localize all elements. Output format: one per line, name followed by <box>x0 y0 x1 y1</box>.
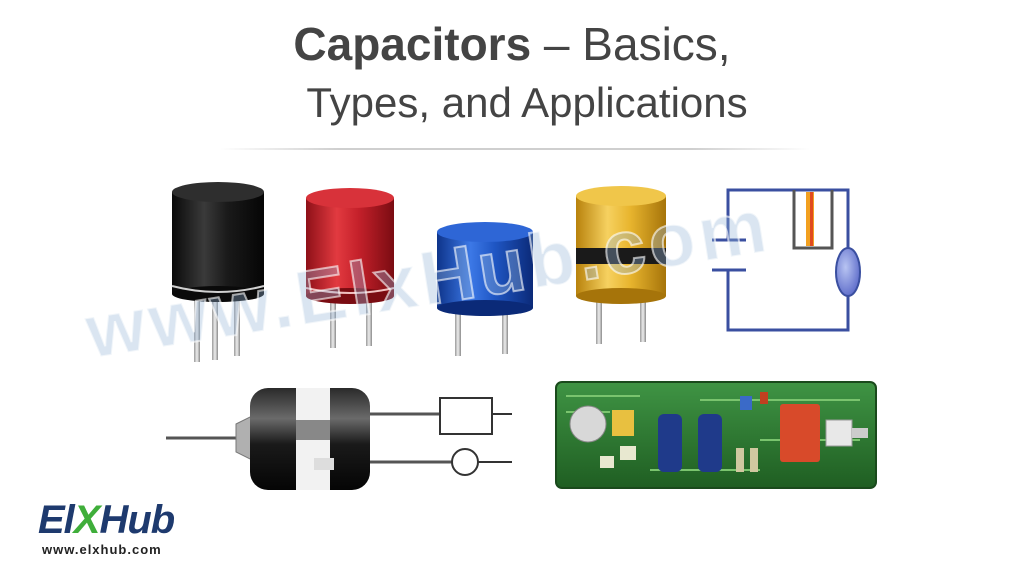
logo-part-x: X <box>73 498 101 542</box>
title-line-2: Types, and Applications <box>306 79 748 126</box>
logo-wordmark: ElXHub <box>38 498 175 542</box>
motor-capacitor-icon <box>166 388 512 490</box>
lamp-icon <box>835 247 861 297</box>
page-title: Capacitors – Basics, Types, and Applicat… <box>0 14 1024 132</box>
heater-core-icon <box>810 192 813 246</box>
logo-part-el: El <box>38 498 75 542</box>
logo-part-hub: Hub <box>99 498 175 542</box>
title-rest: – Basics, <box>531 18 731 70</box>
black-capacitor-icon <box>171 182 265 362</box>
blue-capacitor-icon <box>437 222 533 356</box>
title-divider <box>220 148 810 150</box>
circuit-schematic-icon <box>712 188 850 332</box>
title-line-1: Capacitors – Basics, <box>0 14 1024 74</box>
elxhub-logo[interactable]: ElXHub www.elxhub.com <box>38 498 175 557</box>
title-bold: Capacitors <box>293 18 532 70</box>
pcb-board-icon <box>555 381 877 489</box>
logo-url: www.elxhub.com <box>42 542 162 557</box>
red-capacitor-icon <box>305 188 395 348</box>
yellow-capacitor-icon <box>576 186 666 344</box>
